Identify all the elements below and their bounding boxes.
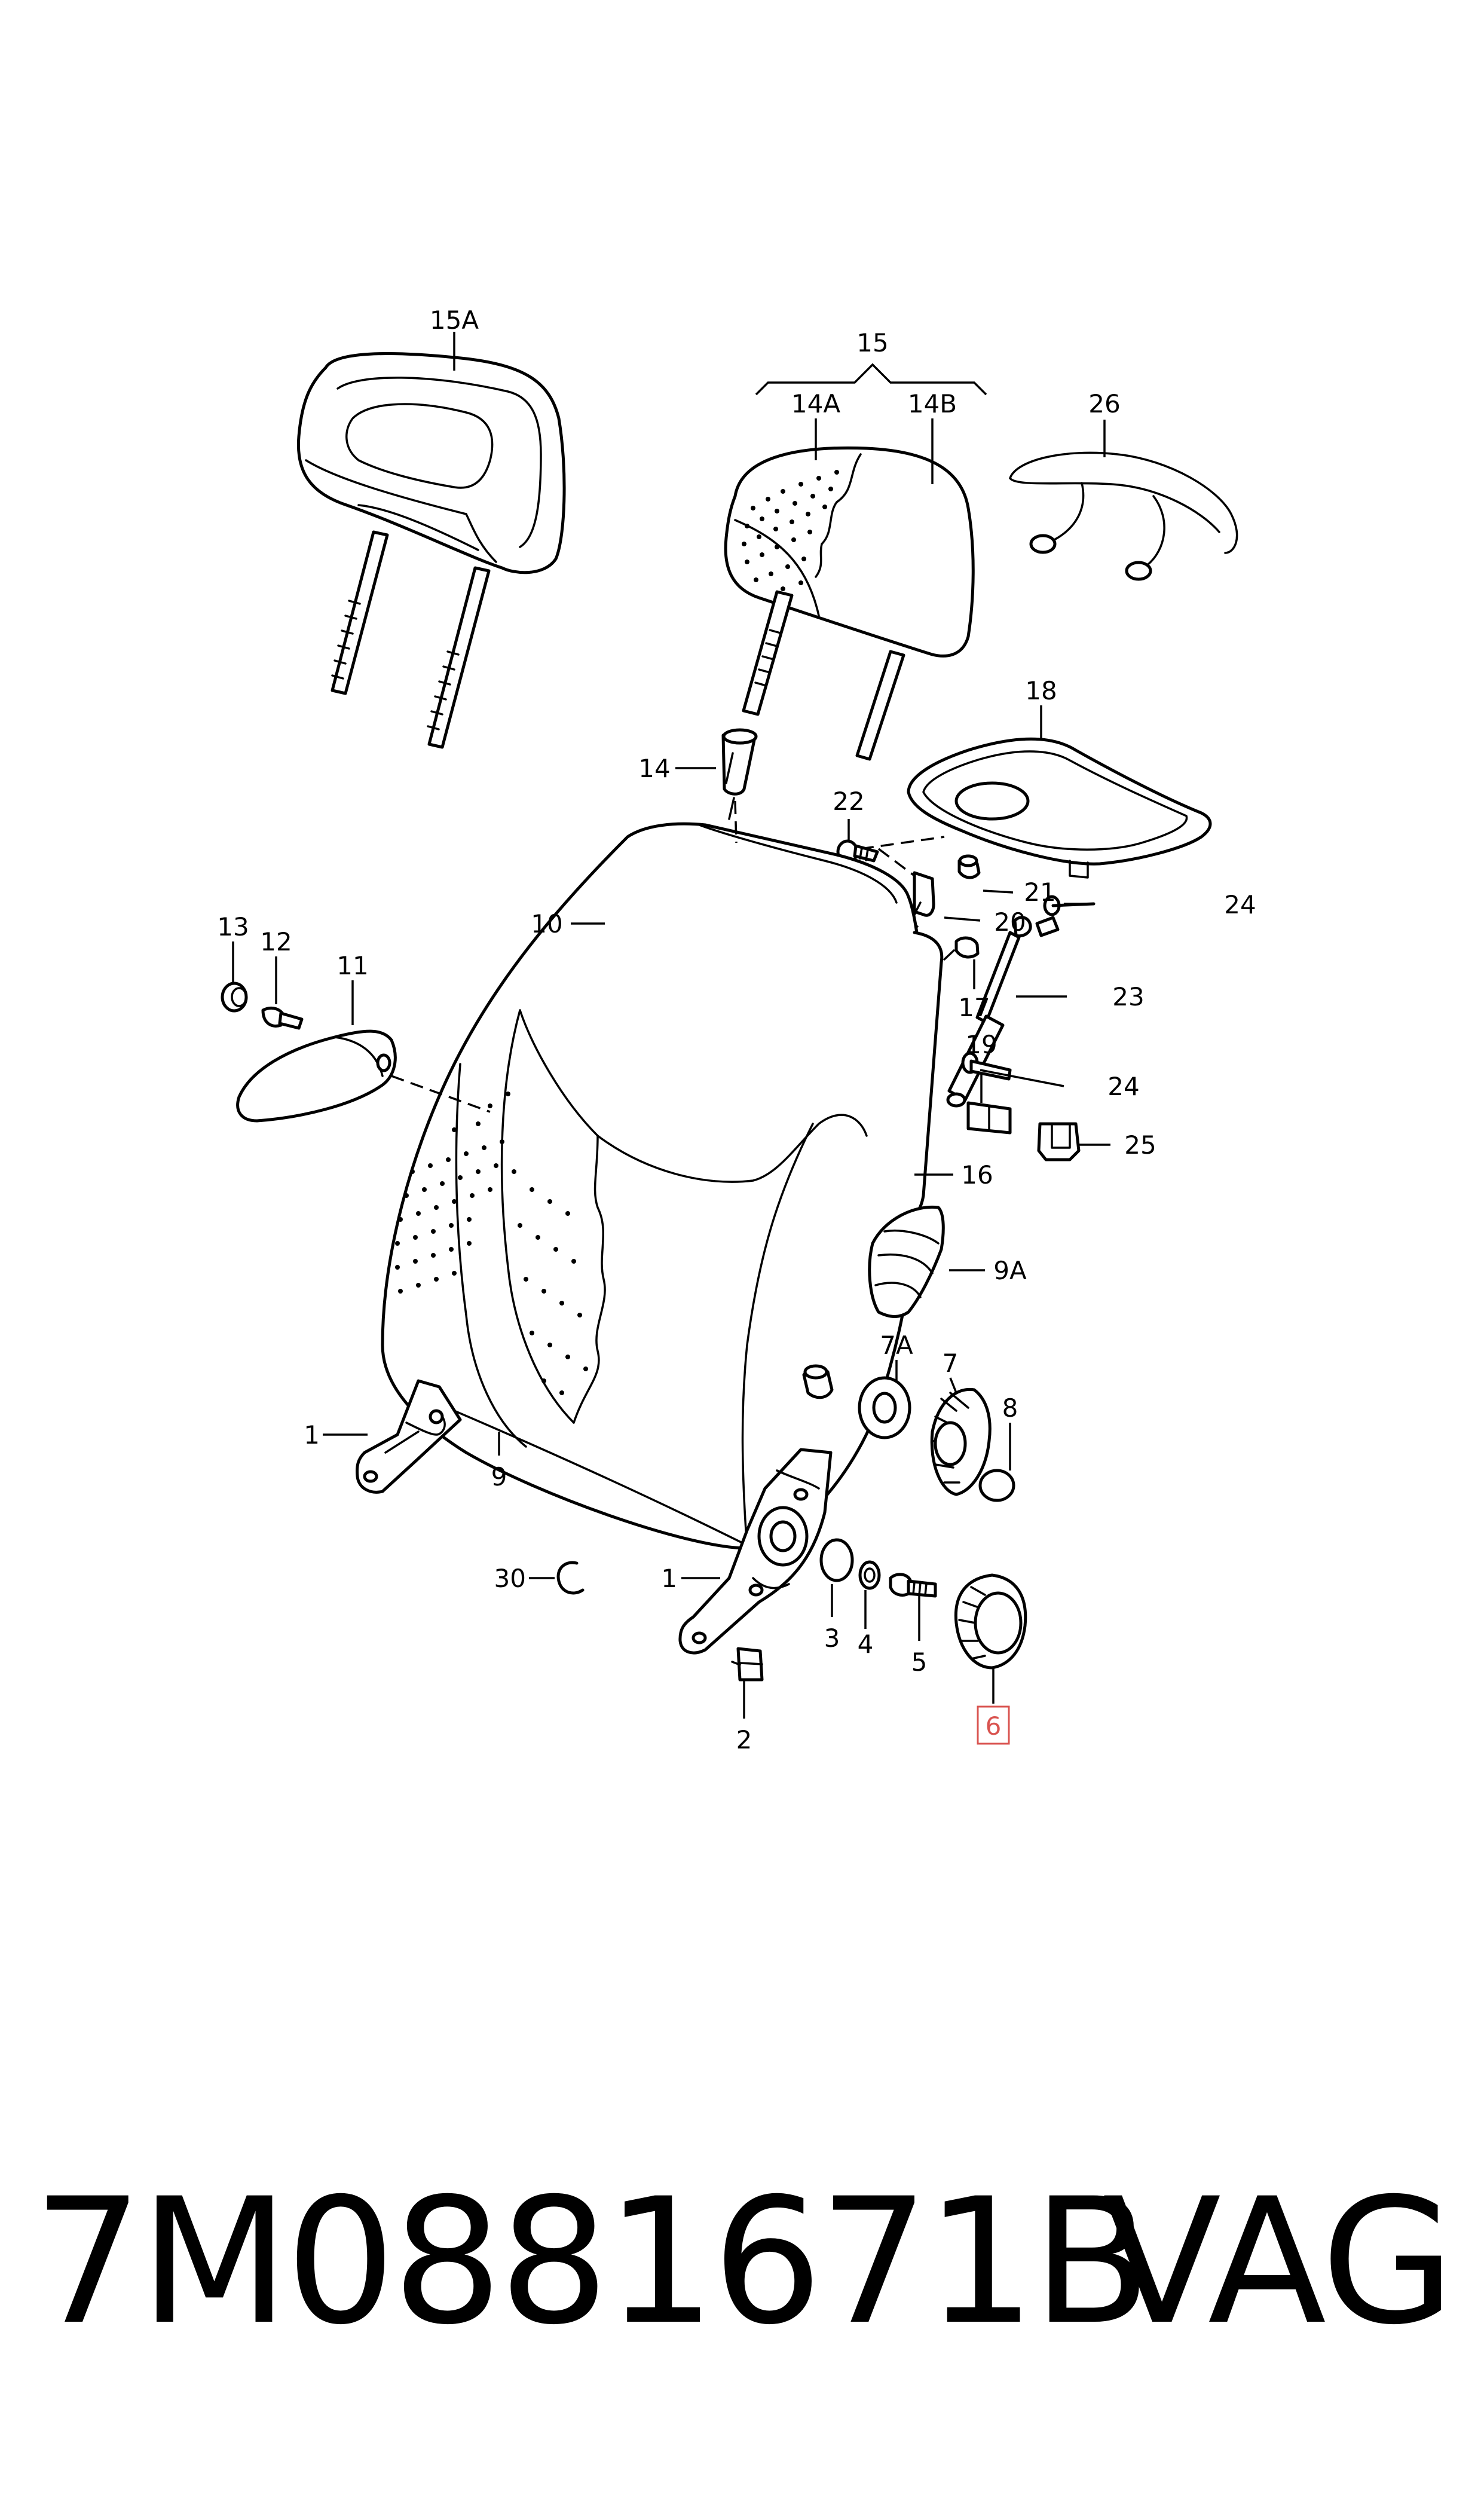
leader-lines — [232, 332, 1110, 1719]
washer-7a — [858, 1376, 911, 1439]
callout-24-bottom: 24 — [1107, 1072, 1139, 1101]
callout-1-left: 1 — [304, 1420, 320, 1450]
callout-24-top: 24 — [1224, 890, 1256, 919]
callout-9a: 9A — [993, 1256, 1027, 1285]
highlighted-callout-box — [977, 1705, 1010, 1745]
bolt-5 — [889, 1573, 937, 1598]
callout-8: 8 — [1002, 1393, 1018, 1423]
callout-23: 23 — [1112, 982, 1144, 1011]
knob-6 — [954, 1573, 1027, 1670]
circlip-30 — [556, 1561, 585, 1595]
knob-7 — [930, 1387, 992, 1496]
part-number: 7M0881671B — [33, 2162, 1151, 2363]
callout-13: 13 — [217, 912, 249, 941]
armrest-11 — [236, 1029, 397, 1123]
callout-21: 21 — [1024, 878, 1055, 907]
bolt-12 — [261, 1007, 304, 1030]
grommet-17 — [943, 936, 980, 961]
callout-20: 20 — [994, 907, 1026, 937]
callout-15a: 15A — [430, 305, 479, 335]
callout-5: 5 — [911, 1647, 928, 1677]
clip-19 — [966, 1101, 1012, 1135]
brand-name: VAG — [1103, 2162, 1455, 2363]
callout-4: 4 — [858, 1630, 874, 1659]
callout-30: 30 — [494, 1564, 526, 1593]
callout-16: 16 — [961, 1160, 993, 1190]
callout-22: 22 — [833, 787, 864, 816]
clip-2 — [731, 1647, 764, 1682]
callout-19: 19 — [965, 1030, 997, 1059]
assembly-line-guide — [734, 800, 738, 843]
callout-labels: 15A 15 14A 14B 26 18 14 22 21 20 24 10 1… — [217, 305, 1256, 1754]
wiring-harness-26 — [1009, 451, 1238, 581]
grommet-21 — [957, 854, 981, 879]
callout-3: 3 — [824, 1624, 840, 1653]
hinge-1-right — [678, 1448, 833, 1655]
callout-10: 10 — [531, 909, 562, 938]
callout-7: 7 — [943, 1349, 959, 1378]
callout-12: 12 — [260, 927, 292, 956]
callout-25: 25 — [1124, 1130, 1156, 1160]
assembly-line-armrest — [391, 1075, 491, 1113]
wire-9 — [453, 1410, 754, 1549]
headrest-14a-14b — [724, 446, 975, 761]
callout-1-right: 1 — [661, 1564, 677, 1593]
washer-3 — [819, 1538, 854, 1582]
callout-2: 2 — [736, 1725, 752, 1754]
bush-7a-left — [802, 1364, 834, 1399]
perforation-pattern-headrest — [742, 470, 839, 591]
bracket-20 — [911, 871, 935, 928]
washer-4 — [858, 1560, 881, 1590]
headrest-guide-14 — [721, 728, 758, 820]
hinge-1-left — [356, 1379, 462, 1494]
callout-14b: 14B — [908, 389, 957, 418]
cap-8 — [978, 1469, 1015, 1502]
headrest-15a — [296, 352, 566, 749]
cap-13 — [221, 982, 248, 1013]
callout-18: 18 — [1025, 676, 1057, 705]
clip-25 — [1037, 1122, 1081, 1161]
callout-6-highlighted[interactable]: 6 — [986, 1711, 1002, 1741]
storage-tray-18 — [907, 737, 1212, 879]
cover-9a — [868, 1205, 945, 1318]
perforation-pattern-backrest — [395, 1092, 588, 1395]
callout-17: 17 — [958, 993, 990, 1022]
callout-7a: 7A — [880, 1331, 913, 1360]
assembly-line-screw — [860, 836, 945, 877]
callout-14a: 14A — [791, 389, 840, 418]
callout-9: 9 — [491, 1462, 507, 1491]
callout-14: 14 — [638, 754, 670, 783]
callout-15: 15 — [856, 328, 888, 357]
callout-11: 11 — [336, 951, 368, 980]
backrest-10 — [381, 822, 944, 1550]
callout-26: 26 — [1088, 389, 1120, 418]
